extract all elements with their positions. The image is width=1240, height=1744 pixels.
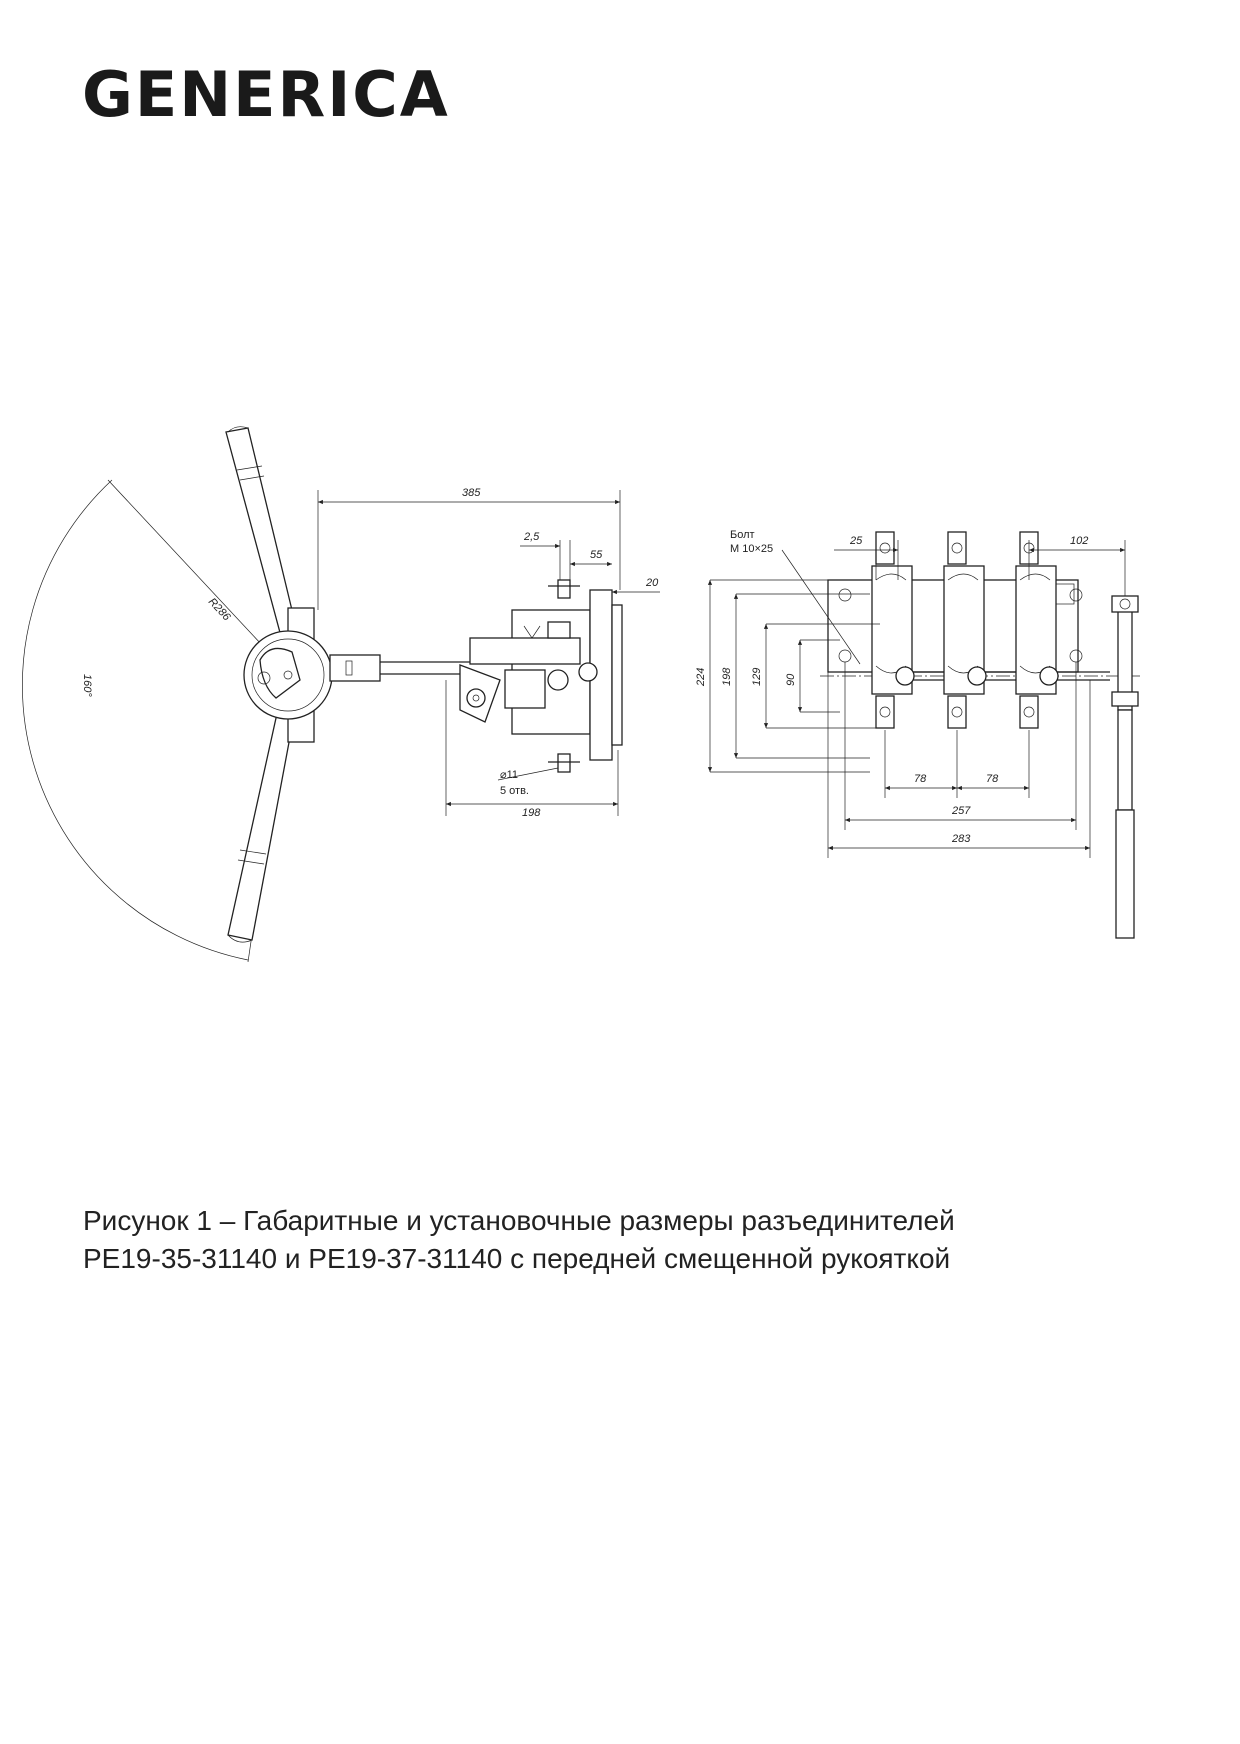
dim-overall: 385	[462, 487, 481, 499]
dim-25: 25	[849, 535, 863, 547]
handle-hub	[243, 607, 333, 743]
dim-90: 90	[785, 673, 797, 686]
dim-102: 102	[1070, 535, 1088, 547]
dim-257: 257	[951, 805, 971, 817]
dim-224: 224	[695, 668, 707, 687]
side-view: 385 2,5 55 20 ⌀11 5 отв. 198 R286	[22, 426, 660, 963]
offset-handle	[1111, 595, 1139, 939]
pole-3	[1015, 531, 1059, 729]
figure-caption: Рисунок 1 – Габаритные и установочные ра…	[83, 1202, 1183, 1278]
dim-129: 129	[751, 668, 763, 686]
switch-mechanism	[459, 579, 623, 773]
front-view: Болт М 10×25 25 102 224 198	[695, 529, 1140, 939]
bolt-label-1: Болт	[730, 529, 755, 541]
handle-upper	[225, 426, 299, 641]
dim-198-front: 198	[721, 667, 733, 686]
brand-logo-text: GENERICA	[82, 58, 450, 128]
bolt-label-2: М 10×25	[730, 543, 773, 555]
dim-78-left: 78	[914, 773, 927, 785]
dim-283: 283	[951, 833, 971, 845]
dim-78-right: 78	[986, 773, 999, 785]
hole-diameter: ⌀11	[500, 769, 518, 781]
hole-count: 5 отв.	[500, 785, 529, 797]
pole-1	[871, 531, 915, 729]
angle-label: 160°	[81, 674, 93, 697]
technical-drawing: 385 2,5 55 20 ⌀11 5 отв. 198 R286	[0, 380, 1240, 980]
caption-line-2: РЕ19-35-31140 и РЕ19-37-31140 с передней…	[83, 1243, 951, 1274]
dim-2-5: 2,5	[523, 531, 540, 543]
brand-logo: GENERICA	[80, 58, 500, 131]
pole-2	[943, 531, 987, 729]
dim-20: 20	[645, 577, 659, 589]
dim-198-side: 198	[522, 807, 541, 819]
caption-line-1: Рисунок 1 – Габаритные и установочные ра…	[83, 1205, 955, 1236]
handle-lower	[227, 699, 297, 943]
dim-55: 55	[590, 549, 603, 561]
shaft-rod	[329, 654, 470, 682]
